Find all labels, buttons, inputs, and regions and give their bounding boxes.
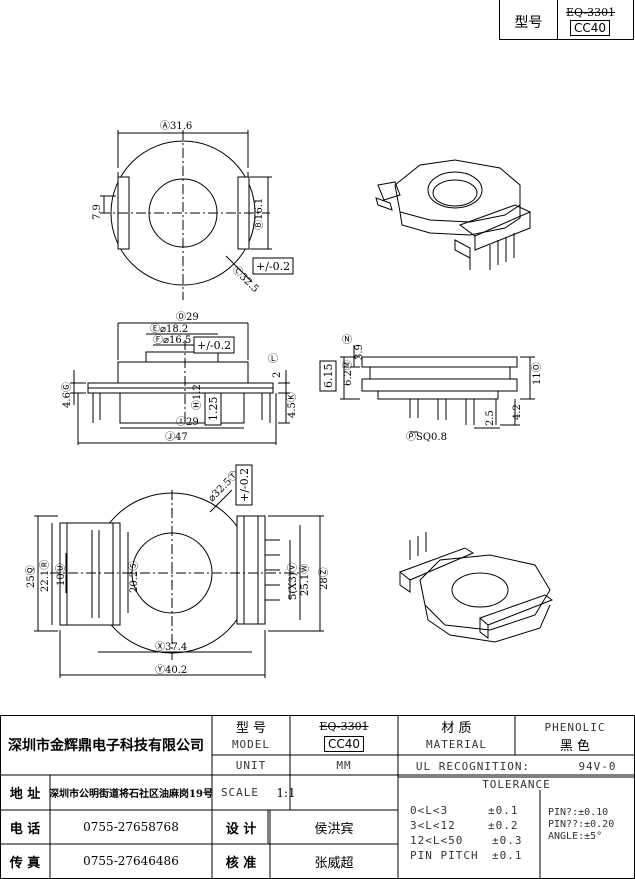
model-struck: EQ-3301: [319, 719, 369, 733]
phone-value: 0755-27658768: [83, 820, 179, 834]
iso-view-bottom: [398, 532, 554, 643]
fax-label: 传 真: [9, 855, 41, 871]
dim-g: 4.6Ⓖ: [61, 382, 73, 408]
dim-n: Ⓝ: [342, 334, 352, 346]
dim-a: Ⓐ31.6: [160, 120, 192, 132]
dim-h: Ⓗ1.2: [191, 384, 203, 410]
tol-row-range: 0<L<3: [410, 804, 449, 817]
address-label: 地 址: [9, 787, 41, 802]
tol-f: +/-0.2: [197, 339, 231, 352]
tol-h: 1.25: [207, 397, 220, 422]
dim-y: Ⓨ40.2: [155, 664, 187, 676]
address-value: 深圳市公明街道将石社区油麻岗19号: [49, 789, 213, 800]
tol-t: +/-0.2: [238, 468, 251, 502]
design-value: 侯洪宾: [314, 821, 354, 837]
model-cn: 型 号: [235, 720, 267, 736]
dim-l: Ⓛ: [268, 353, 278, 365]
dim-m: 6.2Ⓜ: [342, 360, 354, 386]
end-view: [340, 345, 535, 433]
tol-row-range: 3<L<12: [410, 819, 456, 832]
dim-o: 11Ⓞ: [531, 362, 543, 385]
dim-28: 28Ⓩ: [318, 567, 330, 590]
header-model-value: CC40: [570, 20, 611, 36]
pin-tol: PIN??:±0.20: [548, 819, 615, 830]
title-block: 深圳市金辉鼎电子科技有限公司 型 号 MODEL EQ-3301 CC40 材 …: [0, 715, 635, 879]
material-en: MATERIAL: [426, 737, 487, 751]
dim-2: 2: [272, 372, 283, 378]
iso-view-top: [375, 159, 532, 270]
material-color: 黑 色: [559, 738, 591, 754]
tolerance-label: TOLERANCE: [482, 777, 551, 791]
dim-39: 3.9: [354, 344, 365, 360]
tol-row-value: ±0.1: [492, 849, 523, 862]
fax-value: 0755-27646486: [83, 854, 179, 868]
tol-row-value: ±0.1: [488, 804, 519, 817]
approve-value: 张威超: [314, 855, 354, 871]
tol-row-range: PIN PITCH: [410, 849, 479, 862]
tol-row-value: ±0.3: [492, 834, 523, 847]
unit-value: MM: [336, 758, 352, 772]
header-model-label: 型号: [514, 15, 543, 31]
technical-drawing: Ⓐ31.6 Ⓑ16.1 7.9 Ⓒ32.5 Ⓓ29 Ⓔ⌀18.2 Ⓕ⌀16.5 …: [25, 120, 554, 678]
dim-i: Ⓘ29: [176, 416, 199, 428]
dim-left: 7.9: [92, 204, 103, 220]
material-value: PHENOLIC: [544, 720, 606, 734]
scale-label: SCALE: [220, 786, 260, 799]
unit-label: UNIT: [235, 758, 267, 772]
pin-tol: ANGLE:±5°: [548, 831, 603, 842]
dim-d: Ⓓ29: [176, 311, 199, 323]
dim-q: 25Ⓠ: [25, 565, 37, 588]
header-model-divider: [557, 0, 558, 39]
dim-42: 4.2: [512, 404, 523, 420]
dim-25: 2.5: [485, 410, 496, 426]
dim-k: 4.5Ⓚ: [286, 392, 298, 418]
tol-m: 6.15: [322, 364, 335, 389]
company-name: 深圳市金辉鼎电子科技有限公司: [8, 738, 204, 754]
tol-row-range: 12<L<50: [410, 834, 464, 847]
model-en: MODEL: [231, 737, 271, 751]
dim-u: 10Ⓤ: [55, 563, 67, 586]
tol-c: +/-0.2: [256, 260, 290, 273]
model-value: CC40: [323, 736, 365, 752]
bottom-view: [34, 489, 324, 678]
dim-p: ⓅSQ0.8: [406, 431, 447, 443]
design-label: 设 计: [225, 821, 257, 837]
pin-tol: PIN?:±0.10: [548, 807, 609, 818]
dim-x: Ⓧ37.4: [155, 641, 187, 653]
dim-s: 20.2Ⓢ: [128, 561, 140, 593]
ul-label: UL RECOGNITION:: [415, 759, 531, 773]
dim-f: Ⓕ⌀16.5: [153, 334, 191, 346]
tol-row-value: ±0.2: [488, 819, 519, 832]
dim-e: Ⓔ⌀18.2: [150, 323, 188, 335]
model-value-box: CC40: [290, 735, 398, 753]
dim-x13: 5(X3)Ⓥ: [287, 562, 299, 600]
dim-r: 22.1Ⓡ: [39, 560, 51, 592]
phone-label: 电 话: [9, 821, 41, 837]
approve-label: 核 准: [225, 855, 257, 871]
ul-value: 94V-0: [578, 759, 617, 773]
material-cn: 材 质: [441, 720, 472, 736]
dim-b: Ⓑ16.1: [253, 198, 265, 230]
side-view: [70, 322, 290, 445]
dim-j: Ⓙ47: [165, 431, 188, 443]
header-model-struck: EQ-3301: [566, 6, 616, 19]
header-model-box: 型号 EQ-3301 CC40: [499, 0, 634, 40]
scale-value: 1:1: [276, 785, 296, 800]
dim-w: 25.1Ⓦ: [299, 564, 311, 596]
top-view: [100, 130, 272, 300]
